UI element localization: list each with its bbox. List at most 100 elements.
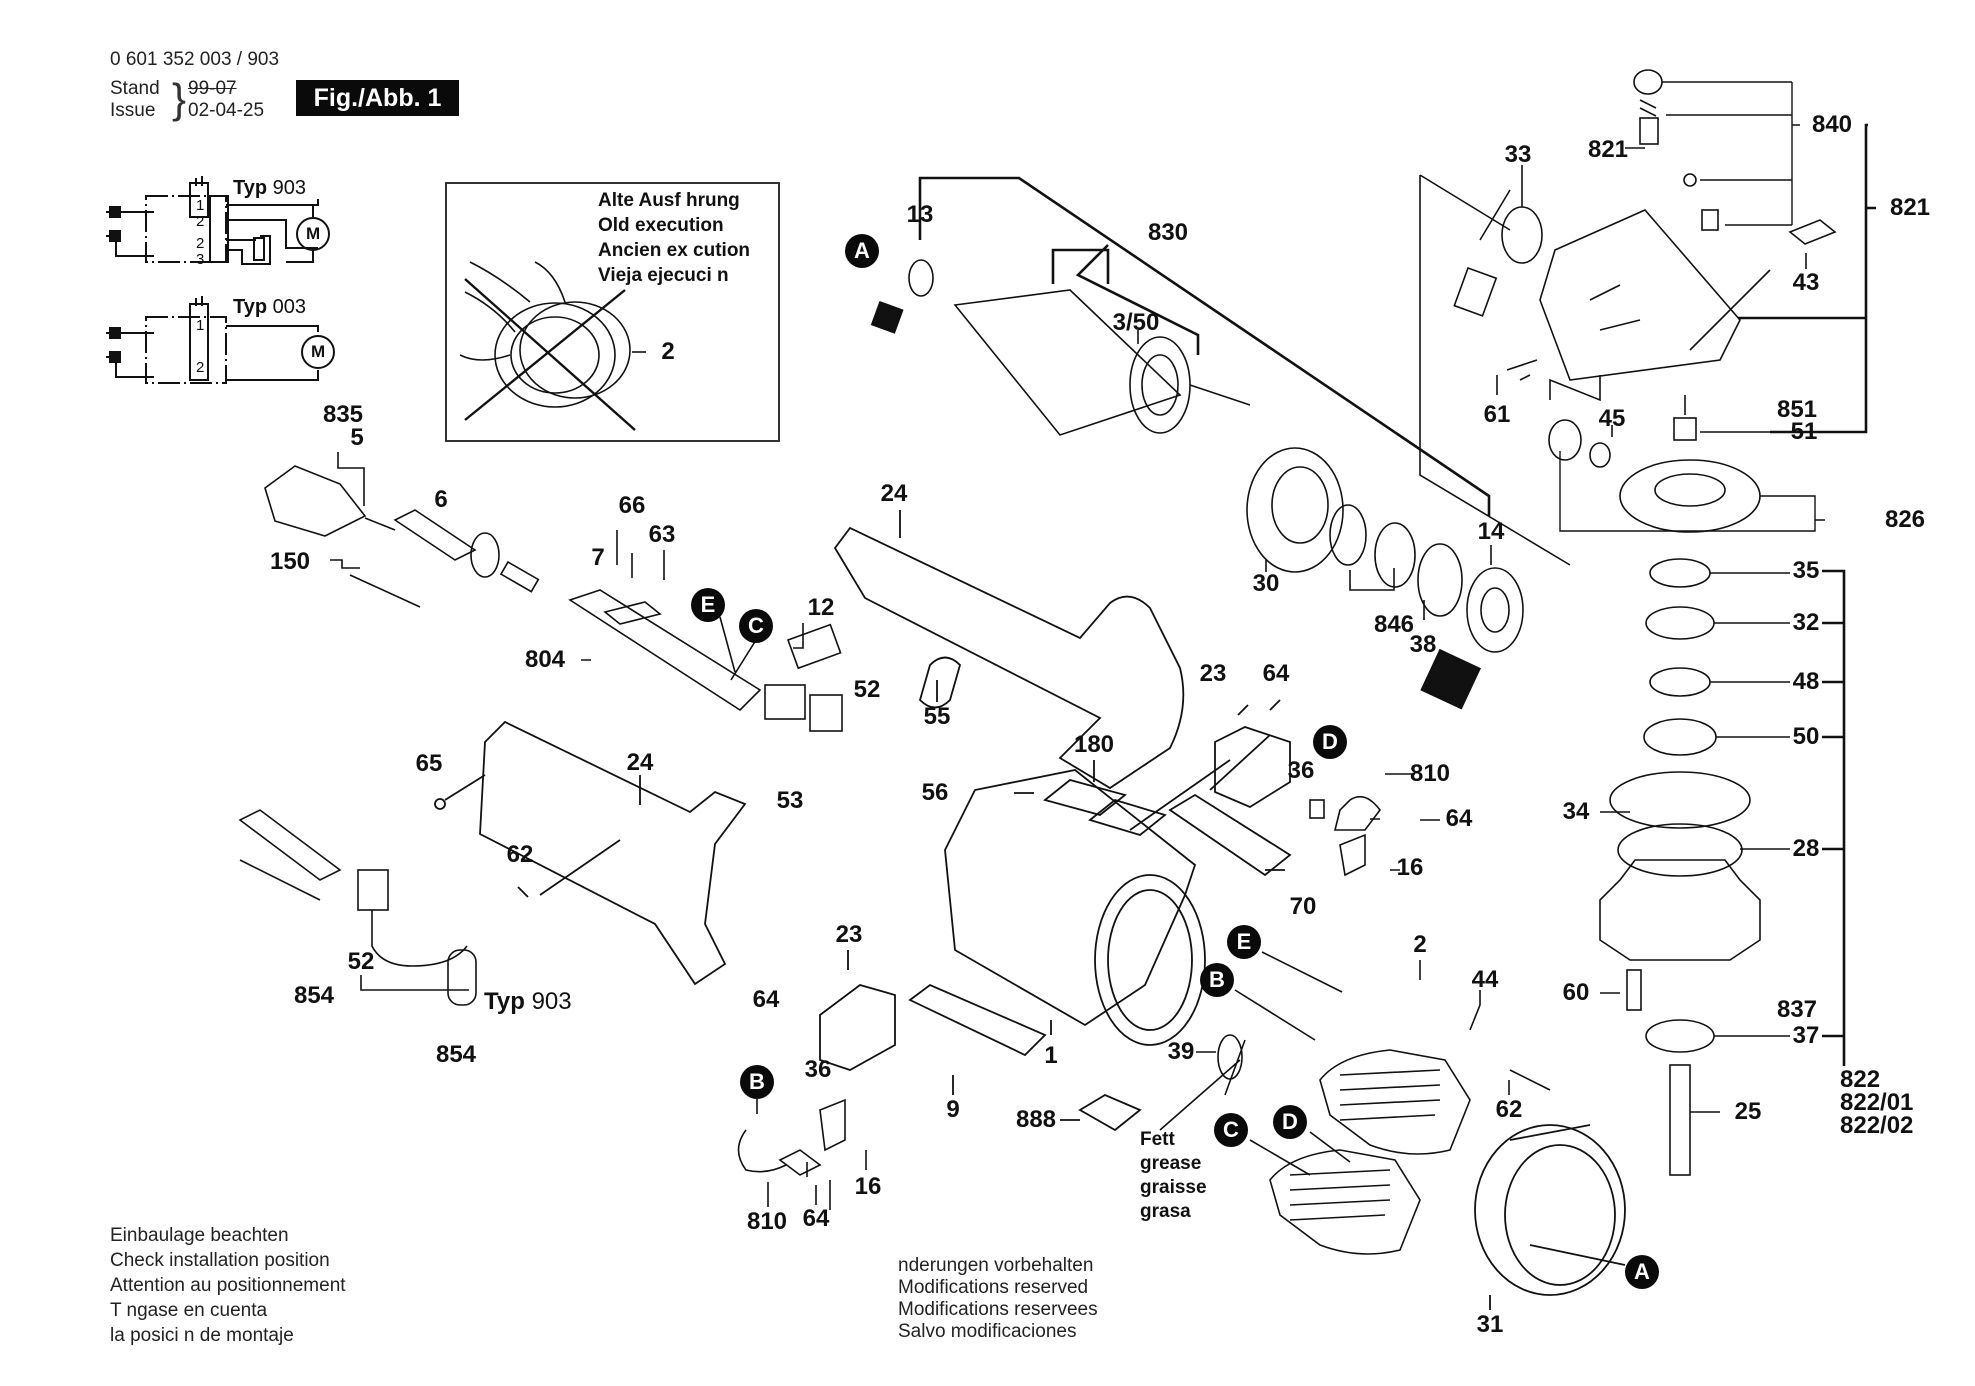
wiring-diagram-typ-003 <box>106 296 335 384</box>
part-label: 830 <box>1147 219 1189 246</box>
install-note-de: Einbaulage beachten <box>110 1225 289 1246</box>
terminal-2: 2 <box>196 359 205 376</box>
typ-903-cable-label: Typ 903 <box>484 988 572 1015</box>
part-label: 9 <box>946 1096 960 1123</box>
old-execution-fr: Ancien ex cution <box>598 240 751 261</box>
grease-note-en: grease <box>1140 1153 1202 1174</box>
part-label: 854 <box>293 982 335 1009</box>
part-label: 150 <box>269 548 311 575</box>
part-label: 64 <box>802 1205 830 1232</box>
part-label: 16 <box>854 1173 882 1200</box>
part-label: 48 <box>1792 668 1820 695</box>
part-label: 180 <box>1073 731 1115 758</box>
terminal-2b: 2 <box>196 235 205 252</box>
part-label: 66 <box>618 492 646 519</box>
gear-head-drawing <box>1419 69 1876 566</box>
part-label: 6 <box>434 486 448 513</box>
part-label: 821 <box>1889 194 1931 221</box>
install-note-fr: Attention au positionnement <box>110 1275 346 1296</box>
part-label: 2 <box>661 338 675 365</box>
part-label: 13 <box>906 201 934 228</box>
part-label: 821 <box>1587 136 1629 163</box>
motor-symbol-003: M <box>311 342 326 361</box>
motor-housing-drawing <box>819 699 1292 1132</box>
part-label: 36 <box>804 1056 832 1083</box>
part-label: 43 <box>1792 269 1820 296</box>
grease-note-de: Fett <box>1140 1129 1175 1150</box>
terminal-3: 3 <box>196 251 205 268</box>
part-label: 810 <box>746 1208 788 1235</box>
callout-c: C <box>1214 1113 1248 1147</box>
part-label: 62 <box>1495 1096 1523 1123</box>
terminal-1: 1 <box>196 317 205 334</box>
motor-symbol-903: M <box>306 224 321 243</box>
part-label: 38 <box>1409 631 1437 658</box>
issue-label: Issue <box>110 100 156 121</box>
part-label: 854 <box>435 1041 477 1068</box>
part-label: 37 <box>1792 1022 1820 1049</box>
part-label: 2 <box>1413 931 1427 958</box>
part-label: 64 <box>1445 805 1473 832</box>
part-label: 835 <box>322 401 364 428</box>
callout-b: B <box>740 1065 774 1099</box>
old-execution-de: Alte Ausf hrung <box>598 190 740 211</box>
gear-housing-frame-drawing <box>833 510 1185 790</box>
part-label: 23 <box>1199 660 1227 687</box>
callout-a: A <box>845 234 879 268</box>
modifications-note-es: Salvo modificaciones <box>898 1321 1077 1342</box>
part-label: 822 <box>1840 1066 1881 1093</box>
bearing-set-drawing <box>1246 447 1524 710</box>
part-label: 826 <box>1884 506 1926 533</box>
old-execution-en: Old execution <box>598 215 724 236</box>
part-label: 888 <box>1015 1106 1057 1133</box>
part-label: 846 <box>1373 611 1415 638</box>
part-label: 44 <box>1471 966 1499 993</box>
terminal-1: 1 <box>196 197 205 214</box>
figure-label: Fig./Abb. 1 <box>296 80 459 116</box>
grease-note-es: grasa <box>1140 1201 1191 1222</box>
part-label: 52 <box>853 676 881 703</box>
part-label: 52 <box>347 948 375 975</box>
part-label: 14 <box>1477 518 1505 545</box>
side-handle-drawing <box>434 720 747 986</box>
part-label: 56 <box>921 779 949 806</box>
modifications-note-fr: Modifications reservees <box>898 1299 1098 1320</box>
part-label: 60 <box>1562 979 1590 1006</box>
part-label: 64 <box>752 986 780 1013</box>
part-label: 39 <box>1167 1038 1195 1065</box>
callout-c: C <box>739 609 773 643</box>
part-label: 31 <box>1476 1311 1504 1338</box>
modifications-note-de: nderungen vorbehalten <box>898 1255 1094 1276</box>
part-label: 64 <box>1262 660 1290 687</box>
callout-b: B <box>1200 963 1234 997</box>
part-label: 822/02 <box>1840 1112 1914 1139</box>
part-label: 36 <box>1287 757 1315 784</box>
part-label: 30 <box>1252 570 1280 597</box>
install-note-es-2: la posici n de montaje <box>110 1325 294 1346</box>
part-label: 5 <box>350 424 364 451</box>
old-execution-box <box>445 182 780 442</box>
armature-drawing <box>870 176 1491 516</box>
part-label: 804 <box>524 646 566 673</box>
callout-a: A <box>1625 1255 1659 1289</box>
grease-note-fr: graisse <box>1140 1177 1207 1198</box>
part-label: 24 <box>880 480 908 507</box>
part-label: 63 <box>648 521 676 548</box>
part-label: 50 <box>1792 723 1820 750</box>
brace: } <box>172 75 187 122</box>
part-label: 62 <box>506 841 534 868</box>
cable-switch-typ-903-drawing <box>238 809 477 1006</box>
modifications-note-en: Modifications reserved <box>898 1277 1089 1298</box>
stand-label: Stand <box>110 78 160 99</box>
typ-903-label: Typ 903 <box>233 177 307 199</box>
part-label: 23 <box>835 921 863 948</box>
part-label: 822/01 <box>1840 1089 1914 1116</box>
part-label: 45 <box>1598 405 1626 432</box>
part-label: 24 <box>626 749 654 776</box>
part-label: 51 <box>1790 418 1818 445</box>
part-label: 16 <box>1396 854 1424 881</box>
part-label: 25 <box>1734 1098 1762 1125</box>
part-label: 851 <box>1776 396 1818 423</box>
part-label: 55 <box>923 703 951 730</box>
terminal-2: 2 <box>196 213 205 230</box>
